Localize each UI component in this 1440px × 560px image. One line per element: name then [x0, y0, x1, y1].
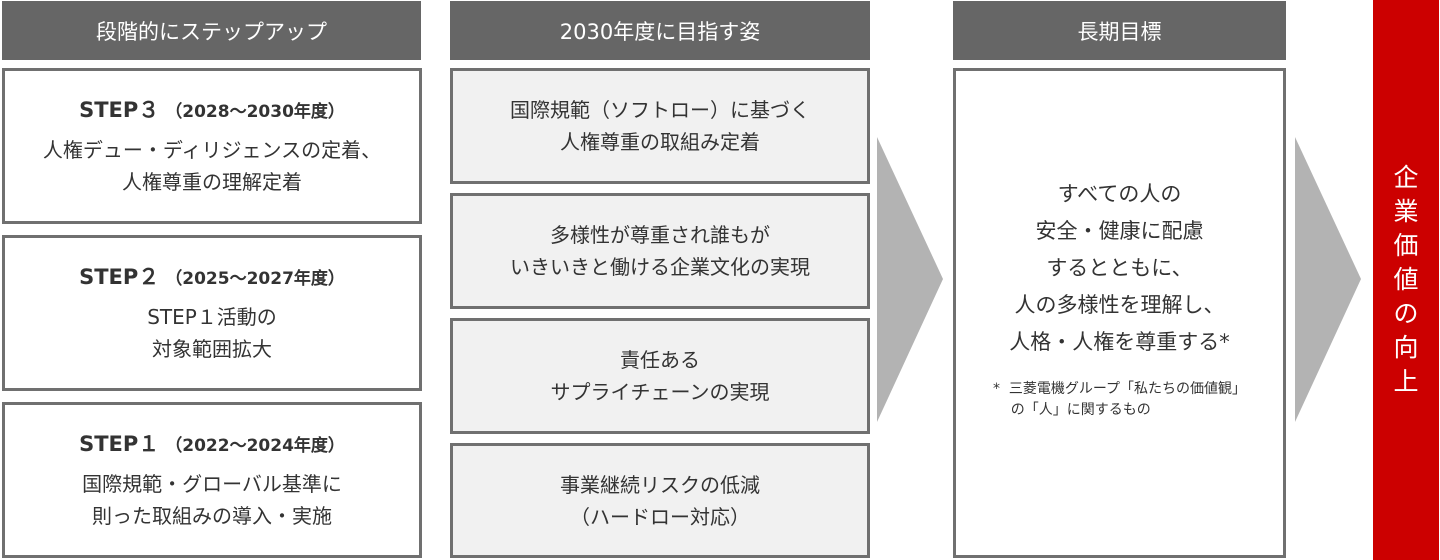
banner-char: 向 — [1393, 333, 1419, 362]
goal-line: 安全・健康に配慮 — [1035, 218, 1204, 243]
step-label: STEP３ — [79, 98, 160, 122]
vision-line: 多様性が尊重され誰もが — [550, 223, 770, 247]
goal-line: 人格・人権を尊重する* — [1009, 329, 1230, 354]
footnote-line: * 三菱電機グループ「私たちの価値観」 — [992, 380, 1247, 397]
goal-line: するとともに、 — [1046, 255, 1193, 280]
banner-char: 上 — [1393, 367, 1419, 396]
goal-line: すべての人の — [1057, 181, 1182, 206]
longterm-header: 長期目標 — [953, 1, 1286, 60]
longterm-goal-box: すべての人の 安全・健康に配慮 するとともに、 人の多様性を理解し、 人格・人権… — [953, 68, 1286, 558]
step-1-box: STEP１（2022～2024年度） 国際規範・グローバル基準に 則った取組みの… — [2, 402, 422, 558]
vision-line: いきいきと働ける企業文化の実現 — [510, 255, 810, 279]
steps-header-label: 段階的にステップアップ — [96, 19, 327, 44]
vision-header: 2030年度に目指す姿 — [450, 1, 870, 60]
longterm-header-label: 長期目標 — [1077, 19, 1162, 44]
banner-char: の — [1393, 299, 1419, 328]
footnote-line: の「人」に関するもの — [992, 401, 1151, 418]
step-desc-line: 人権デュー・ディリジェンスの定着、 — [42, 138, 382, 162]
vision-line: サプライチェーンの実現 — [550, 380, 770, 404]
goal-line: 人の多様性を理解し、 — [1014, 292, 1225, 317]
arrow-right-icon — [877, 137, 943, 422]
vision-box-1: 国際規範（ソフトロー）に基づく 人権尊重の取組み定着 — [450, 68, 870, 184]
arrow-right-icon — [1295, 137, 1361, 422]
vision-line: 国際規範（ソフトロー）に基づく — [510, 98, 810, 122]
footnote: * 三菱電機グループ「私たちの価値観」 の「人」に関するもの — [993, 379, 1246, 421]
step-label: STEP２ — [79, 265, 160, 289]
vision-header-label: 2030年度に目指す姿 — [559, 19, 761, 44]
steps-header: 段階的にステップアップ — [2, 1, 421, 60]
step-desc-line: 対象範囲拡大 — [152, 337, 272, 361]
vision-line: 事業継続リスクの低減 — [560, 472, 760, 497]
vision-line: 責任ある — [620, 348, 700, 372]
step-label: STEP１ — [79, 432, 160, 456]
step-3-title: STEP３（2028～2030年度） — [79, 94, 345, 124]
step-2-title: STEP２（2025～2027年度） — [79, 261, 345, 291]
step-desc-line: 則った取組みの導入・実施 — [92, 504, 332, 528]
vision-box-2: 多様性が尊重され誰もが いきいきと働ける企業文化の実現 — [450, 193, 870, 309]
vision-line: 人権尊重の取組み定着 — [560, 130, 760, 154]
vision-line: （ハードロー対応） — [570, 504, 750, 529]
banner-char: 価 — [1393, 231, 1419, 260]
step-3-box: STEP３（2028～2030年度） 人権デュー・ディリジェンスの定着、 人権尊… — [2, 68, 422, 224]
vision-box-4: 事業継続リスクの低減 （ハードロー対応） — [450, 443, 870, 558]
step-years: （2028～2030年度） — [165, 102, 345, 122]
vision-box-3: 責任ある サプライチェーンの実現 — [450, 318, 870, 434]
banner-char: 業 — [1393, 197, 1419, 226]
step-desc-line: 国際規範・グローバル基準に — [82, 472, 342, 496]
corporate-value-banner: 企 業 価 値 の 向 上 — [1373, 0, 1439, 560]
step-2-box: STEP２（2025～2027年度） STEP１活動の 対象範囲拡大 — [2, 235, 422, 391]
banner-char: 値 — [1393, 265, 1419, 294]
step-desc-line: 人権尊重の理解定着 — [122, 170, 302, 194]
step-1-title: STEP１（2022～2024年度） — [79, 428, 345, 458]
step-years: （2025～2027年度） — [165, 269, 345, 289]
step-desc-line: STEP１活動の — [147, 305, 277, 329]
step-years: （2022～2024年度） — [165, 436, 345, 456]
banner-char: 企 — [1393, 163, 1419, 192]
